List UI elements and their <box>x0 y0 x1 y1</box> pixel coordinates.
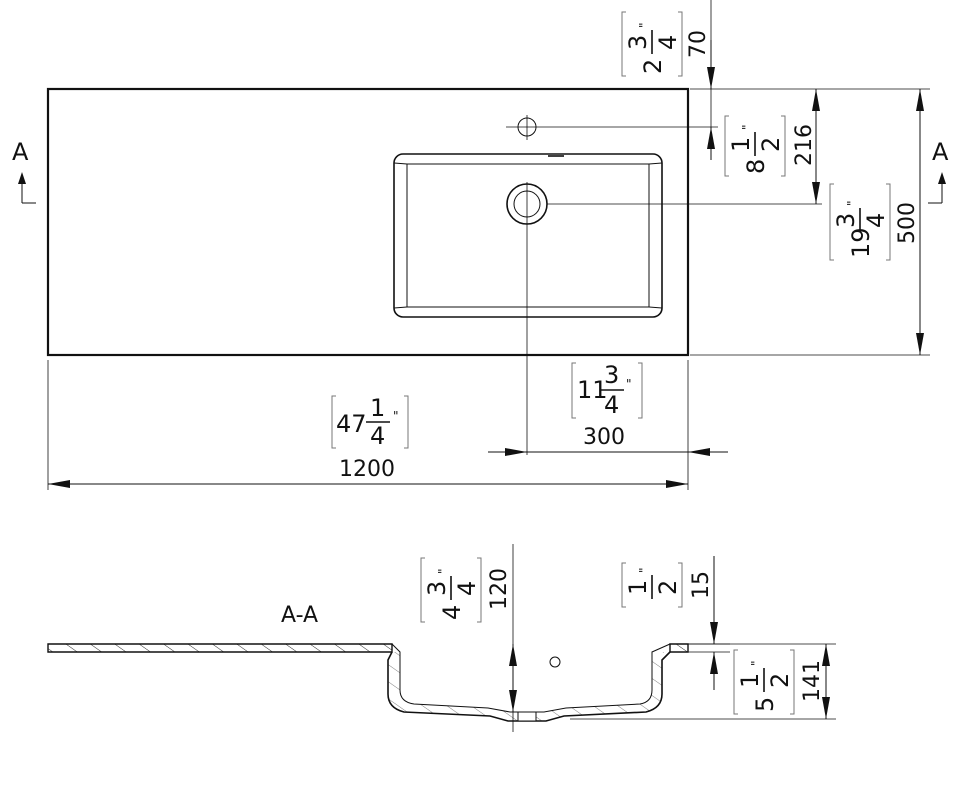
svg-text:3: 3 <box>604 361 619 389</box>
dim-bowl-depth-inch: 4 3 4 " <box>420 557 482 623</box>
svg-text:4: 4 <box>370 422 385 450</box>
svg-text:2: 2 <box>757 137 785 152</box>
svg-text:1: 1 <box>727 137 755 152</box>
section-title: A-A <box>281 603 318 628</box>
dim-drain-offset-mm: 300 <box>583 425 625 450</box>
svg-text:19: 19 <box>847 227 875 258</box>
svg-text:1: 1 <box>370 394 385 422</box>
basin-outer <box>393 153 663 318</box>
svg-text:2: 2 <box>766 673 794 688</box>
svg-text:4: 4 <box>438 605 466 620</box>
dim-tap-back-mm: 70 <box>686 30 711 58</box>
plan-view: A A 1200 47 1 4 " 300 11 3 4 " <box>12 0 949 490</box>
svg-text:3: 3 <box>624 35 652 50</box>
section-marker-right: A <box>932 138 949 166</box>
section-slab <box>47 643 393 653</box>
svg-text:1: 1 <box>736 673 764 688</box>
basin-inner <box>406 163 650 308</box>
svg-text:": " <box>637 22 651 28</box>
countertop-outline <box>46 87 690 357</box>
svg-text:": " <box>749 660 763 666</box>
dim-depth-inch: 19 3 4 " <box>829 183 891 261</box>
svg-text:1: 1 <box>624 580 652 595</box>
svg-text:3: 3 <box>423 581 451 596</box>
dim-top-thickness-mm: 15 <box>689 571 714 599</box>
svg-text:2: 2 <box>654 580 682 595</box>
dim-depth-mm: 500 <box>895 202 920 244</box>
svg-text:3: 3 <box>832 213 860 228</box>
dim-bowl-depth-mm: 120 <box>487 568 512 610</box>
svg-text:5: 5 <box>751 697 779 712</box>
dim-tap-back-inch: 2 3 4 " <box>621 11 683 77</box>
dim-drain-back-mm: 216 <box>792 124 817 166</box>
dim-total-height-inch: 5 1 2 " <box>733 649 795 715</box>
svg-text:": " <box>740 124 754 130</box>
svg-text:4: 4 <box>604 391 619 419</box>
svg-text:": " <box>845 200 859 206</box>
svg-text:": " <box>436 568 450 574</box>
svg-text:": " <box>626 377 632 391</box>
svg-text:": " <box>393 409 399 423</box>
svg-text:47: 47 <box>336 410 367 438</box>
dim-width-inch: 47 1 4 " <box>331 394 409 450</box>
svg-text:4: 4 <box>862 213 890 228</box>
svg-text:4: 4 <box>654 35 682 50</box>
svg-text:": " <box>637 567 651 573</box>
section-marker-left: A <box>12 138 29 166</box>
dim-drain-offset-inch: 11 3 4 " <box>571 361 643 419</box>
section-view: A-A 120 <box>47 544 836 732</box>
dim-total-height-mm: 141 <box>800 660 825 702</box>
dim-top-thickness-inch: 1 2 " <box>621 562 683 608</box>
svg-text:8: 8 <box>742 159 770 174</box>
svg-text:4: 4 <box>453 581 481 596</box>
dim-width-mm: 1200 <box>339 457 395 482</box>
dim-drain-back-inch: 8 1 2 " <box>724 115 786 177</box>
svg-text:2: 2 <box>639 59 667 74</box>
